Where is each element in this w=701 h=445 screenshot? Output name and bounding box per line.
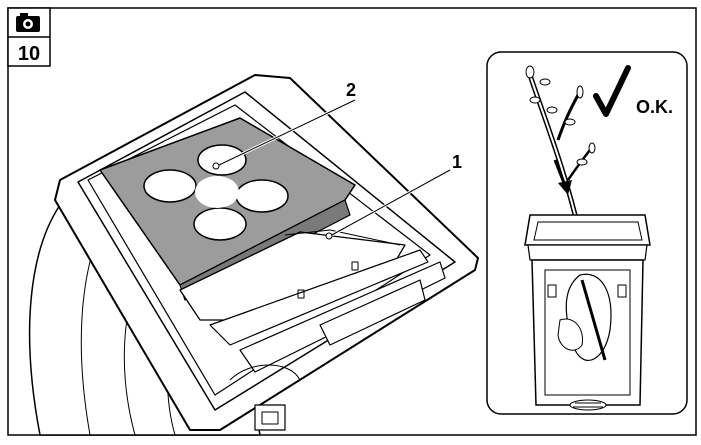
callout-1: 1 — [452, 152, 462, 172]
checkmark-icon — [593, 65, 631, 117]
step-badge: 10 — [7, 7, 51, 67]
step-number: 10 — [18, 43, 40, 65]
mini-shredder — [524, 214, 651, 411]
shredder-machine — [28, 74, 479, 436]
inset-panel: O.K. — [486, 51, 688, 415]
ok-label: O.K. — [636, 97, 673, 117]
callout-2: 2 — [346, 80, 356, 100]
callout-leaders — [212, 98, 451, 240]
camera-icon — [16, 13, 40, 32]
slot-lip — [209, 249, 429, 346]
clover-opening — [143, 144, 289, 241]
branch — [525, 65, 596, 238]
